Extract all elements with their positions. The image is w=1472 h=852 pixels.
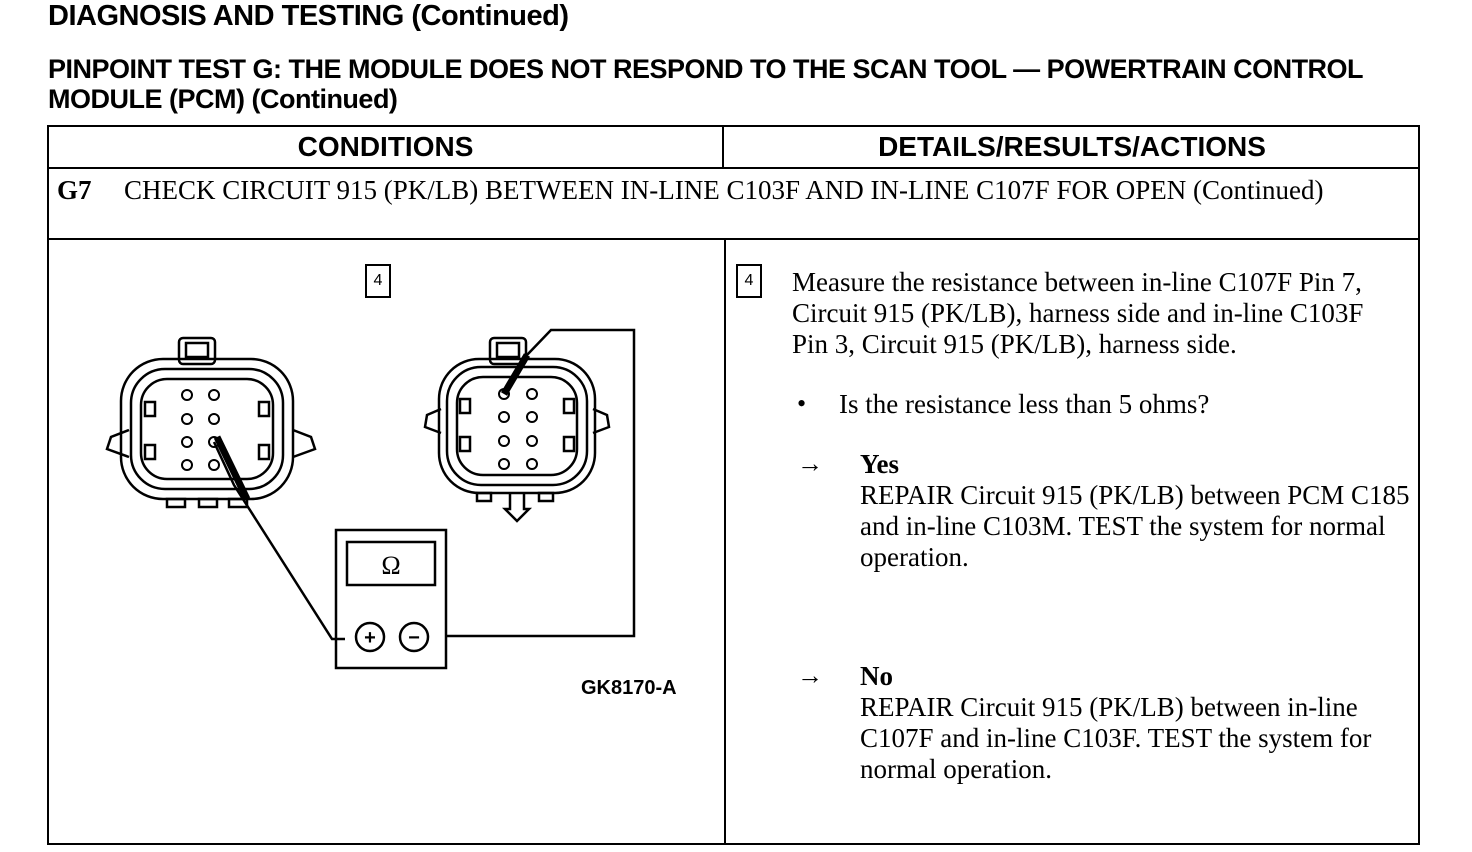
- ohmmeter: [334, 528, 448, 670]
- details-step-box: 4: [736, 264, 762, 298]
- no-arrow-icon: →: [797, 661, 823, 690]
- no-label: No: [860, 661, 893, 691]
- bullet: •: [797, 389, 807, 418]
- positive-lead: [212, 441, 345, 641]
- plus-terminal: +: [364, 627, 376, 649]
- connector-measurement-figure: Ω + −: [105, 328, 636, 670]
- column-header-conditions: CONDITIONS: [297, 131, 474, 162]
- column-divider-body: [724, 238, 726, 845]
- meter-symbol: Ω: [381, 551, 400, 580]
- connector-c103f: [105, 336, 317, 509]
- figure-step-box: 4: [365, 264, 391, 298]
- yes-action: REPAIR Circuit 915 (PK/LB) between PCM C…: [860, 480, 1410, 572]
- yes-label: Yes: [860, 449, 899, 479]
- step-title-divider: [49, 238, 1420, 240]
- minus-terminal: −: [408, 627, 420, 649]
- figure-code: GK8170-A: [581, 677, 677, 699]
- resistance-question: Is the resistance less than 5 ohms?: [839, 389, 1210, 419]
- negative-lead: [445, 328, 636, 638]
- column-header-details: DETAILS/RESULTS/ACTIONS: [878, 131, 1266, 162]
- test-table: CONDITIONS DETAILS/RESULTS/ACTIONS G7 CH…: [47, 125, 1420, 845]
- page-title: DIAGNOSIS AND TESTING (Continued): [48, 0, 569, 32]
- header-divider: [49, 167, 1420, 169]
- yes-arrow-icon: →: [797, 449, 823, 478]
- step-title: CHECK CIRCUIT 915 (PK/LB) BETWEEN IN-LIN…: [124, 175, 1324, 205]
- step-id: G7: [57, 175, 92, 205]
- no-action: REPAIR Circuit 915 (PK/LB) between in-li…: [860, 692, 1372, 784]
- measure-instruction: Measure the resistance between in-line C…: [792, 267, 1364, 359]
- pinpoint-test-title: PINPOINT TEST G: THE MODULE DOES NOT RES…: [48, 54, 1363, 114]
- column-divider-top: [722, 127, 724, 167]
